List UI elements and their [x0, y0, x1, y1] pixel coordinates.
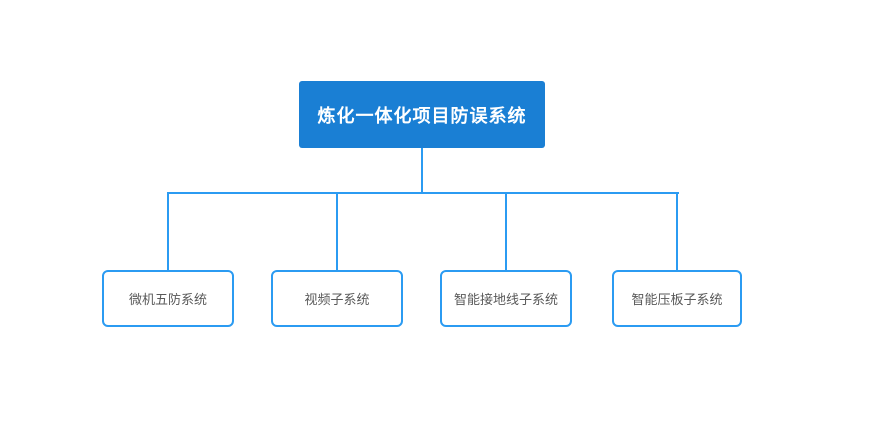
root-node-label: 炼化一体化项目防误系统 [317, 105, 527, 126]
child-node-grounding-wire-subsystem[interactable]: 智能接地线子系统 [440, 270, 572, 327]
child-node-pressure-plate-subsystem[interactable]: 智能压板子系统 [612, 270, 742, 327]
connector-drop-child-1 [167, 192, 169, 270]
child-node-wuji-wufang[interactable]: 微机五防系统 [102, 270, 234, 327]
connector-drop-child-3 [505, 192, 507, 270]
child-node-label: 微机五防系统 [128, 292, 207, 307]
child-node-label: 智能接地线子系统 [453, 292, 558, 307]
connector-root-stem [421, 148, 423, 194]
connector-horizontal-bar [167, 192, 679, 194]
child-node-video-subsystem[interactable]: 视频子系统 [271, 270, 403, 327]
root-node[interactable]: 炼化一体化项目防误系统 [299, 81, 545, 148]
connector-drop-child-4 [676, 192, 678, 270]
child-node-label: 视频子系统 [304, 292, 370, 307]
child-node-label: 智能压板子系统 [631, 292, 723, 307]
connector-drop-child-2 [336, 192, 338, 270]
